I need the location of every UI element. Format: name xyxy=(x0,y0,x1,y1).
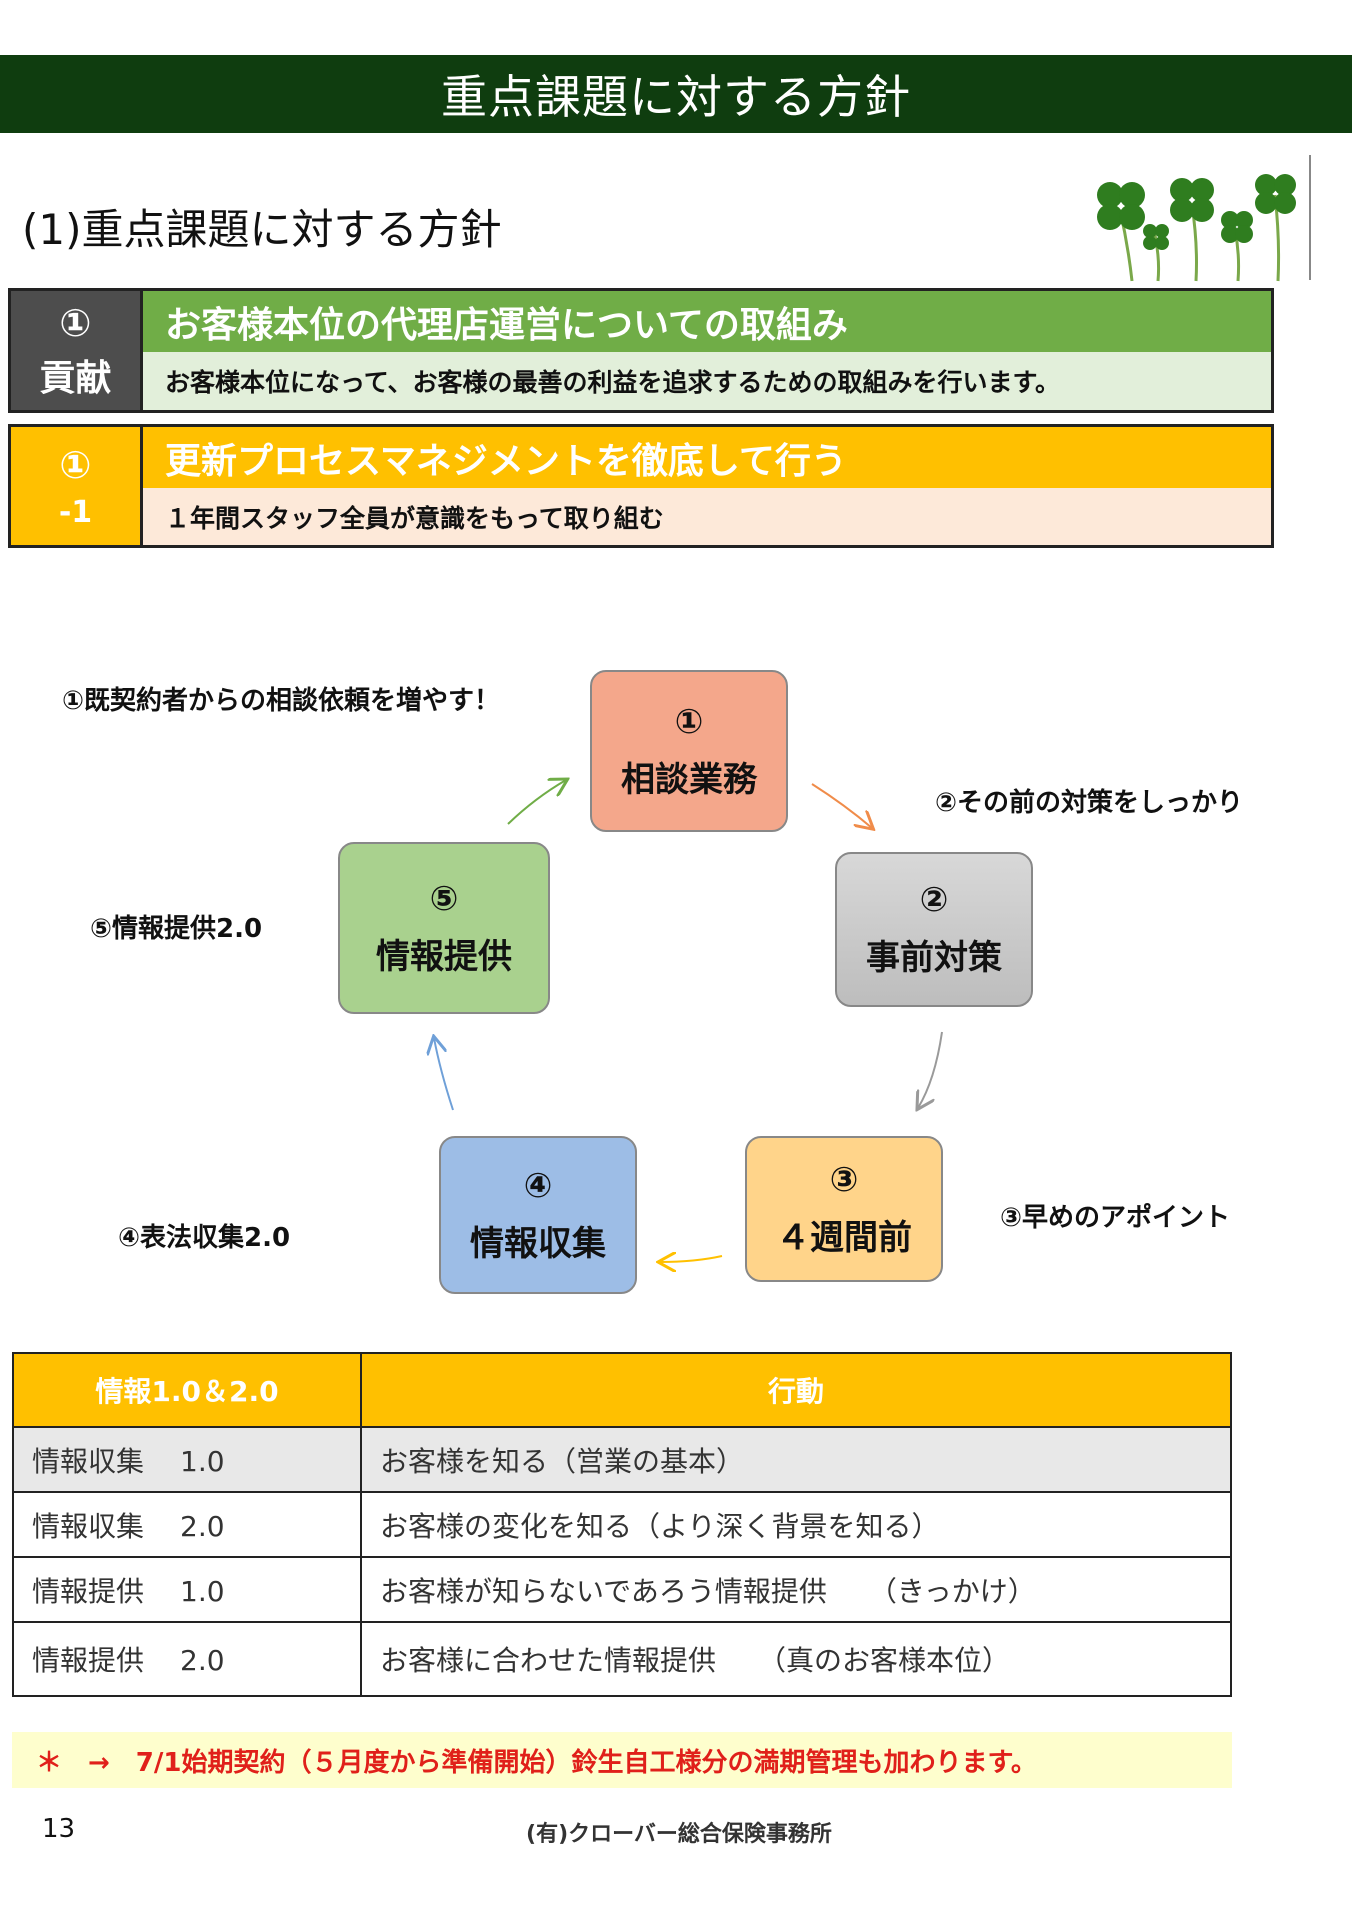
table-row: 情報収集 1.0 お客様を知る（営業の基本） xyxy=(12,1426,1232,1493)
section-title: (1)重点課題に対する方針 xyxy=(22,205,502,254)
table-row: 情報提供 1.0 お客様が知らないであろう情報提供 （きっかけ） xyxy=(12,1556,1232,1623)
node-label: 相談業務 xyxy=(621,759,757,800)
cycle-node-info-collection: ④ 情報収集 xyxy=(439,1136,637,1294)
cycle-node-four-weeks: ③ ４週間前 xyxy=(745,1136,943,1282)
info-name: 情報収集 xyxy=(32,1444,145,1478)
info-version: 1.0 xyxy=(180,1574,225,1608)
arrow-4-to-5 xyxy=(434,1038,454,1111)
arrow-5-to-1 xyxy=(507,780,566,825)
table-header-action: 行動 xyxy=(360,1352,1232,1428)
cycle-node-info-provision: ⑤ 情報提供 xyxy=(338,842,550,1014)
block-subtext: お客様本位になって、お客様の最善の利益を追求するための取組みを行います。 xyxy=(143,352,1271,410)
table-row: 情報収集 2.0 お客様の変化を知る（より深く背景を知る） xyxy=(12,1491,1232,1558)
table-row: 情報提供 2.0 お客様に合わせた情報提供 （真のお客様本位） xyxy=(12,1621,1232,1697)
cycle-note-1: ①既契約者からの相談依頼を増やす！ xyxy=(62,686,501,716)
info-table: 情報1.0＆2.0 行動 情報収集 1.0 お客様を知る（営業の基本） 情報収集 2… xyxy=(12,1352,1232,1697)
cycle-node-preparation: ② 事前対策 xyxy=(835,852,1033,1007)
info-version: 2.0 xyxy=(180,1644,225,1677)
table-cell-info: 情報収集 1.0 xyxy=(12,1426,362,1493)
table-cell-action: お客様に合わせた情報提供 （真のお客様本位） xyxy=(360,1621,1232,1697)
block-header: お客様本位の代理店運営についての取組み xyxy=(143,291,1271,355)
node-label: 情報提供 xyxy=(376,936,512,977)
block-tag: 貢献 xyxy=(39,357,112,399)
block-tag: -1 xyxy=(58,494,93,530)
arrow-2-to-3 xyxy=(918,1031,943,1108)
node-label: ４週間前 xyxy=(776,1217,912,1258)
page-banner: 重点課題に対する方針 xyxy=(0,55,1352,133)
table-cell-info: 情報収集 2.0 xyxy=(12,1491,362,1558)
company-name: (有)クローバー総合保険事務所 xyxy=(526,1822,832,1847)
info-version: 2.0 xyxy=(180,1509,225,1543)
node-number: ③ xyxy=(829,1159,859,1200)
block-subtext: １年間スタッフ全員が意識をもって取り組む xyxy=(143,488,1271,545)
table-cell-info: 情報提供 1.0 xyxy=(12,1556,362,1623)
policy-block-contribution: ① 貢献 お客様本位の代理店運営についての取組み お客様本位になって、お客様の最… xyxy=(8,288,1274,413)
block-tag-cell: ① -1 xyxy=(11,427,143,545)
node-number: ① xyxy=(674,701,704,742)
info-name: 情報提供 xyxy=(32,1644,145,1677)
info-name: 情報提供 xyxy=(32,1574,145,1608)
arrow-3-to-4 xyxy=(660,1256,723,1262)
table-cell-action: お客様を知る（営業の基本） xyxy=(360,1426,1232,1493)
table-cell-info: 情報提供 2.0 xyxy=(12,1621,362,1697)
page-number: 13 xyxy=(42,1814,76,1844)
table-cell-action: お客様の変化を知る（より深く背景を知る） xyxy=(360,1491,1232,1558)
info-name: 情報収集 xyxy=(32,1509,145,1543)
block-header: 更新プロセスマネジメントを徹底して行う xyxy=(143,427,1271,491)
node-number: ② xyxy=(919,880,949,920)
info-version: 1.0 xyxy=(180,1444,225,1478)
arrow-1-to-2 xyxy=(811,783,872,828)
table-cell-action: お客様が知らないであろう情報提供 （きっかけ） xyxy=(360,1556,1232,1623)
block-number: ① xyxy=(59,300,92,345)
cycle-node-consultation: ① 相談業務 xyxy=(590,670,788,832)
cycle-note-3: ③早めのアポイント xyxy=(1000,1203,1231,1233)
node-number: ⑤ xyxy=(429,878,459,919)
node-label: 事前対策 xyxy=(866,938,1002,978)
block-number: ① xyxy=(59,442,92,487)
cycle-note-2: ②その前の対策をしっかり xyxy=(935,788,1244,818)
block-tag-cell: ① 貢献 xyxy=(11,291,143,410)
footnote: ＊ → 7/1始期契約（５月度から準備開始）鈴生自工様分の満期管理も加わります。 xyxy=(12,1732,1232,1788)
node-label: 情報収集 xyxy=(470,1223,606,1264)
node-number: ④ xyxy=(523,1165,553,1206)
banner-title: 重点課題に対する方針 xyxy=(441,70,911,124)
footnote-text: ＊ → 7/1始期契約（５月度から準備開始）鈴生自工様分の満期管理も加わります。 xyxy=(36,1747,1037,1778)
table-header-info: 情報1.0＆2.0 xyxy=(12,1352,362,1428)
cycle-note-4: ④表法収集2.0 xyxy=(118,1223,291,1253)
cycle-note-5: ⑤情報提供2.0 xyxy=(90,914,263,944)
table-header-row: 情報1.0＆2.0 行動 xyxy=(12,1352,1232,1428)
divider xyxy=(1309,155,1311,280)
policy-block-renewal: ① -1 更新プロセスマネジメントを徹底して行う １年間スタッフ全員が意識をもっ… xyxy=(8,424,1274,548)
clover-icon xyxy=(1097,174,1296,282)
